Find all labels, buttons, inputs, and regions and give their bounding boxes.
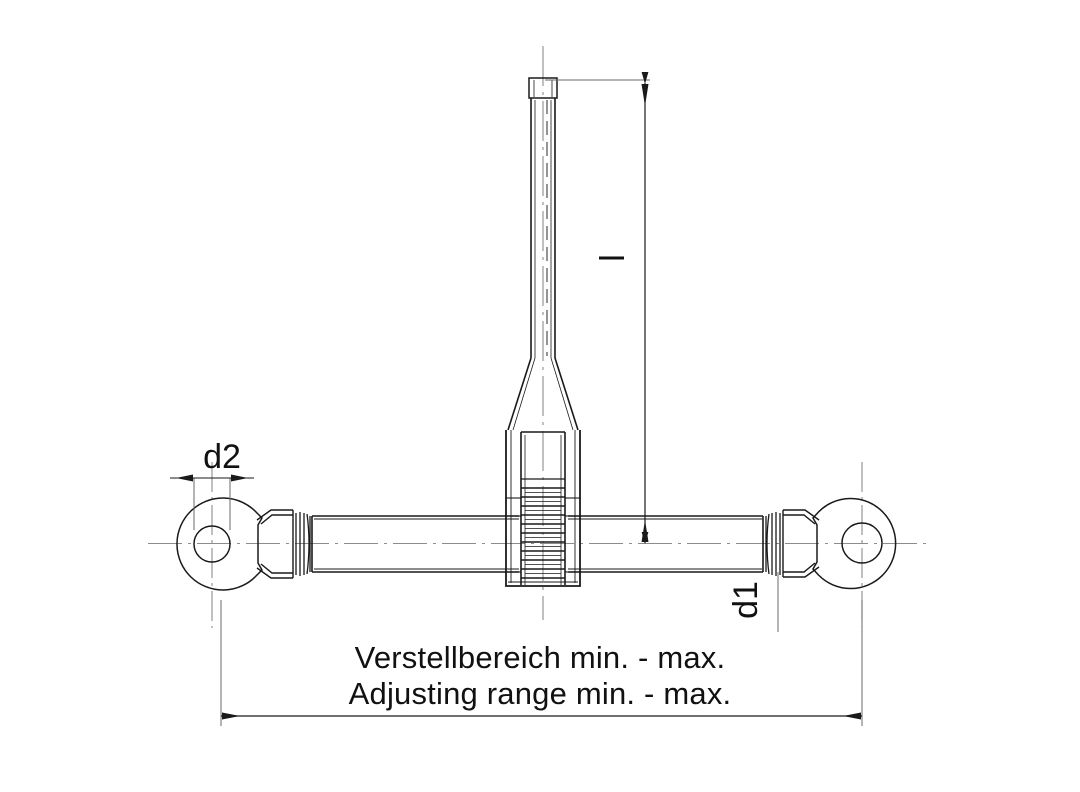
- right-clevis-inner-lower: [783, 562, 816, 573]
- centerlines-group: [148, 46, 930, 628]
- left-eye-end: [176, 497, 263, 591]
- right-tube: [568, 515, 764, 573]
- left-clevis-lower-taper: [256, 567, 293, 579]
- right-eye-outer-contour: [812, 497, 897, 590]
- spindle-cone-left-inner: [512, 357, 536, 431]
- left-clevis: [256, 509, 294, 579]
- left-tube-outline: [311, 515, 519, 573]
- caption-english: Adjusting range min. - max.: [349, 676, 732, 711]
- adjusting-range-arrow-right: [843, 712, 861, 720]
- dimension-l-arrow-top: [641, 84, 649, 106]
- spindle-shaft-outline: [530, 98, 556, 358]
- adjusting-range-arrow-left: [222, 712, 240, 720]
- spindle-cone-right-inner: [550, 357, 574, 431]
- spindle-cone-left: [507, 357, 532, 431]
- right-thread-rings: [765, 512, 781, 576]
- right-ring-cap: [766, 513, 770, 575]
- dimension-adjusting-range: [220, 600, 863, 726]
- left-eye-outer-contour: [176, 497, 263, 591]
- left-eye-bore: [193, 525, 231, 563]
- left-clevis-inner-upper: [260, 514, 293, 525]
- vertical-spindle: [507, 77, 579, 431]
- body-thread-hatching: [521, 487, 565, 579]
- spindle-top-cap: [528, 77, 558, 99]
- dimension-d2-arrow-right: [231, 474, 248, 482]
- left-clevis-upper-taper: [256, 509, 293, 521]
- body-outer-outline: [505, 430, 581, 587]
- dimension-label-d2: d2: [203, 438, 241, 476]
- right-eye-bore: [841, 522, 883, 564]
- right-clevis-inner-upper: [783, 514, 816, 525]
- left-thread-rings: [295, 512, 311, 576]
- body-thread-hatching-thin: [525, 492, 561, 574]
- dimension-label-d1: d1: [727, 581, 765, 619]
- spindle-cone-right: [554, 357, 579, 431]
- left-ring-cap: [306, 513, 310, 575]
- dimension-d2: d2: [170, 438, 254, 530]
- central-adjusting-body: [505, 430, 581, 587]
- dimension-l: l: [545, 72, 650, 544]
- right-tube-outline: [568, 515, 764, 573]
- caption-german: Verstellbereich min. - max.: [355, 640, 726, 675]
- left-tube: [311, 515, 519, 573]
- dimension-l-arrow-bottom: [641, 520, 649, 542]
- left-clevis-inner-lower: [260, 563, 293, 574]
- dimension-label-l: l: [594, 254, 632, 262]
- dimension-d1: d1: [727, 572, 779, 632]
- right-eye-end: [812, 497, 897, 590]
- dimension-d2-arrow-left: [176, 474, 193, 482]
